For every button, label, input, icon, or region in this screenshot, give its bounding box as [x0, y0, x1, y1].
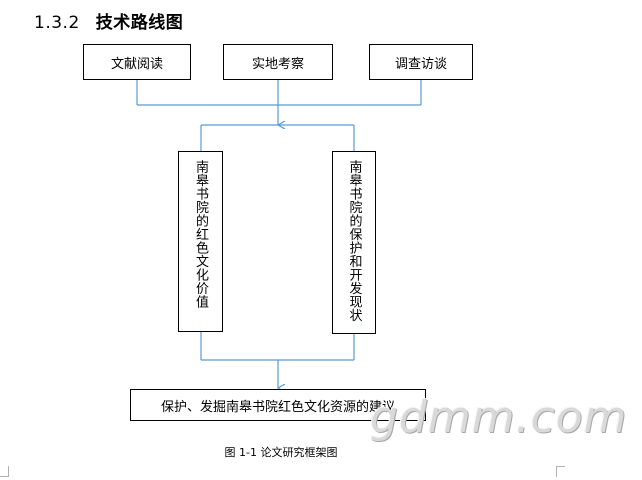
box-protection-status: 南皋书院的保护和开发现状: [332, 151, 376, 334]
page-corner-mark-right: [556, 466, 565, 477]
box-field-survey: 实地考察: [223, 44, 333, 80]
box-interviews-label: 调查访谈: [394, 56, 447, 72]
box-red-culture-value: 南皋书院的红色文化价值: [178, 151, 223, 332]
box-protection-status-label: 南皋书院的保护和开发现状: [346, 160, 362, 322]
box-recommendations-label: 保护、发掘南皋书院红色文化资源的建议: [160, 399, 395, 415]
page-corner-mark-left: [0, 466, 9, 477]
box-recommendations: 保护、发掘南皋书院红色文化资源的建议: [130, 389, 426, 421]
box-field-survey-label: 实地考察: [251, 56, 304, 72]
box-literature-reading-label: 文献阅读: [110, 56, 163, 72]
watermark: gdmm.com: [370, 392, 628, 443]
box-red-culture-value-label: 南皋书院的红色文化价值: [193, 160, 208, 309]
section-title: 技术路线图: [95, 13, 184, 33]
box-literature-reading: 文献阅读: [83, 44, 191, 80]
section-number: 1.3.2: [34, 13, 80, 33]
section-heading: 1.3.2 技术路线图: [34, 8, 183, 33]
figure-caption: 图 1-1 论文研究框架图: [224, 446, 338, 459]
box-interviews: 调查访谈: [369, 44, 473, 80]
